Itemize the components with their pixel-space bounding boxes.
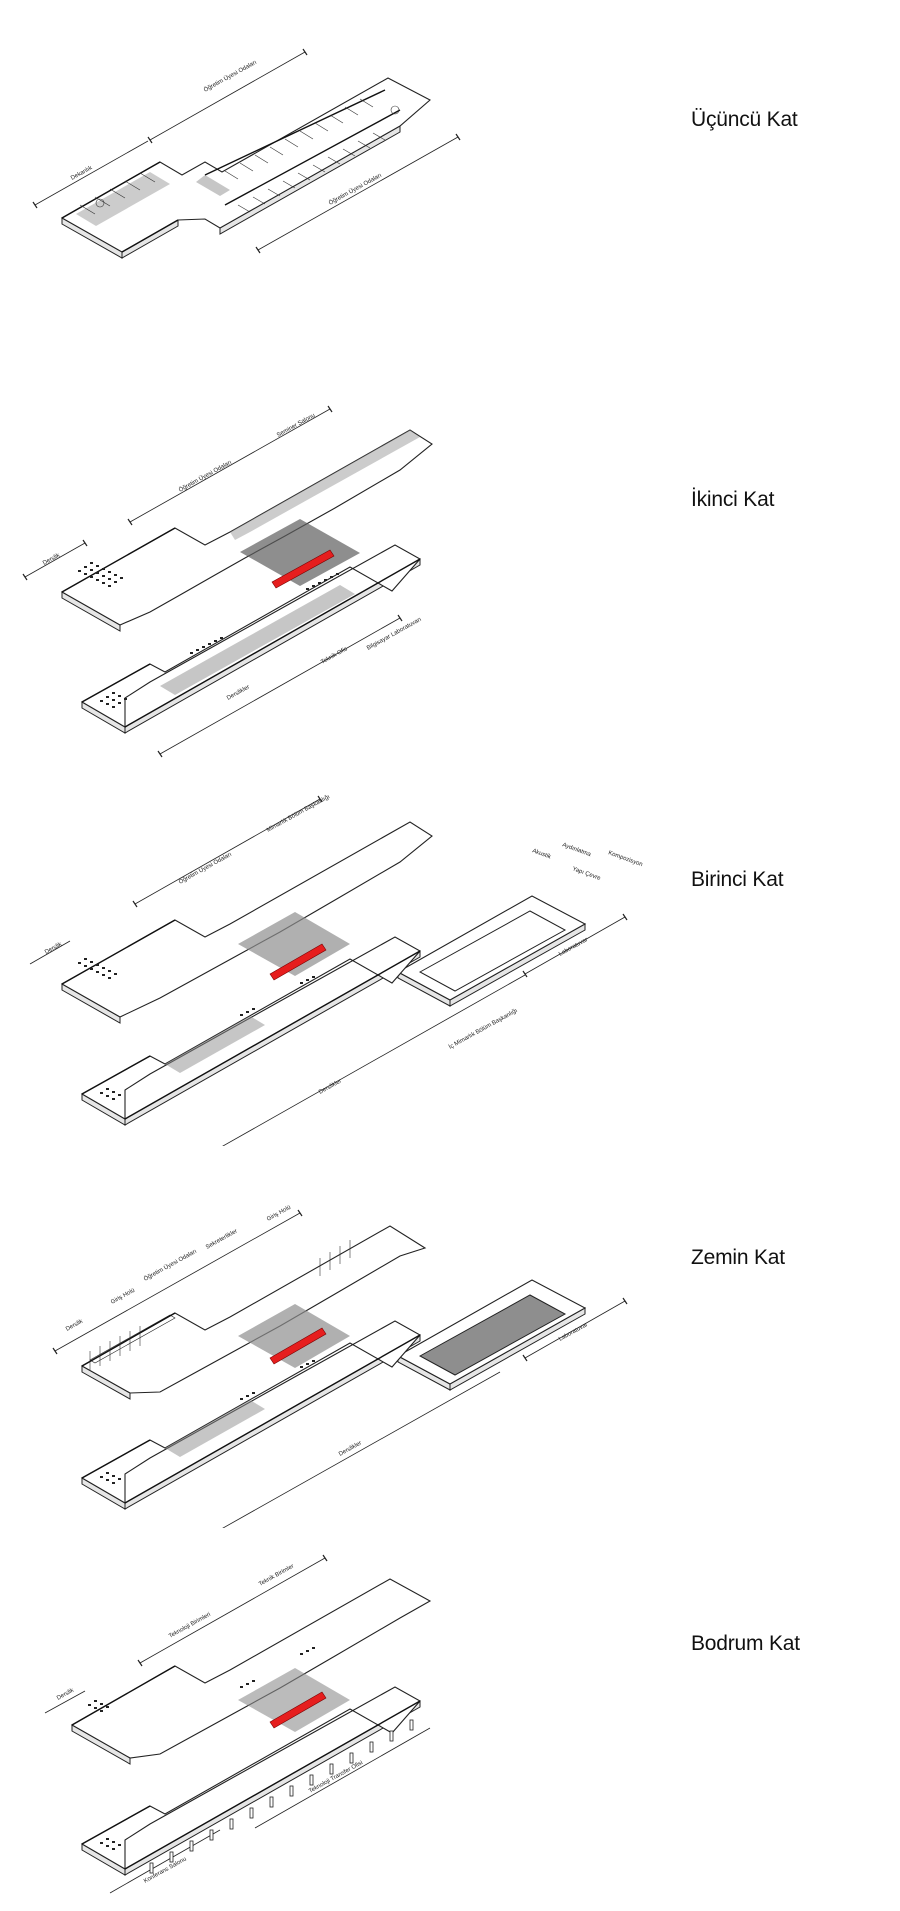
room-label: Kompozisyon: [607, 850, 643, 868]
dimension-line: [524, 916, 626, 975]
dimension-line: [54, 1212, 301, 1352]
column-row: [149, 1719, 414, 1874]
room-label: Derslik: [44, 941, 64, 956]
dimension-line: [129, 408, 331, 523]
floor-title: İkinci Kat: [691, 488, 775, 511]
room-label: Sekreterlikler: [205, 1229, 239, 1251]
room-label: Akustik: [531, 848, 552, 861]
floor-title: Birinci Kat: [691, 868, 784, 891]
dimension-line: [44, 1690, 86, 1714]
room-label: Derslikler: [318, 1078, 343, 1095]
building-slab: [70, 1578, 432, 1876]
room-label: Derslik: [65, 1318, 85, 1333]
room-label: Öğretim Üyesi Odaları: [203, 59, 259, 94]
room-label: Derslikler: [226, 684, 251, 701]
seating-grid: [78, 958, 315, 1100]
seating-grid: [100, 1360, 315, 1484]
room-label: Teknik Birimler: [258, 1564, 295, 1588]
room-label: Öğretim Üyesi Odaları: [178, 851, 234, 886]
floor-first: Mimarlık Bölüm Başkanlığı Öğretim Üyesi …: [0, 764, 900, 1146]
room-label: Mimarlık Bölüm Başkanlığı: [266, 794, 331, 834]
atrium-highlight: [269, 1327, 327, 1365]
floor-basement: Teknik Birimler Teknoloji Birimleri Ders…: [0, 1528, 900, 1910]
seating-grid: [88, 1647, 315, 1850]
room-label: Teknik Ofis: [320, 646, 349, 665]
dimension-line: [524, 1300, 626, 1359]
room-label: Derslikler: [338, 1440, 363, 1457]
dimension-line: [149, 51, 306, 141]
floor-title: Zemin Kat: [691, 1246, 785, 1269]
seating-grid: [78, 562, 339, 708]
floor-third: Öğretim Üyesi Odaları Dekanlık Öğretim Ü…: [0, 0, 900, 382]
dimension-line: [257, 136, 459, 251]
building-slab: [60, 77, 431, 259]
floor-title: Bodrum Kat: [691, 1632, 800, 1655]
atrium-highlight: [269, 943, 327, 981]
floor-plan-basement: Teknik Birimler Teknoloji Birimleri Ders…: [44, 1554, 432, 1894]
floor-ground: Giriş Holü Sekreterlikler Öğretim Üyesi …: [0, 1146, 900, 1528]
floor-plan-ground: Giriş Holü Sekreterlikler Öğretim Üyesi …: [52, 1205, 628, 1528]
floor-plan-third: Öğretim Üyesi Odaları Dekanlık Öğretim Ü…: [32, 48, 461, 259]
floor-second: Seminer Salonu Öğretim Üyesi Odaları Der…: [0, 382, 900, 764]
room-partitions: [79, 98, 400, 215]
dimension-line: [24, 542, 86, 578]
dimension-line: [139, 1557, 326, 1664]
dimension-line: [254, 1727, 431, 1829]
dimension-line: [134, 798, 321, 905]
room-label: Aydınlatma: [561, 842, 592, 858]
room-label: Öğretim Üyesi Odaları: [178, 459, 234, 494]
room-label: Derslik: [42, 552, 62, 567]
dimension-line: [222, 1371, 501, 1528]
room-label: Öğretim Üyesi Odaları: [143, 1248, 199, 1283]
floor-title: Üçüncü Kat: [691, 108, 798, 131]
dimension-line: [29, 940, 71, 965]
room-label: Seminer Salonu: [276, 413, 316, 439]
dimension-line: [34, 140, 149, 206]
atrium-highlight: [271, 549, 335, 589]
dimension-line: [222, 974, 526, 1146]
room-label: Bilgisayar Laboratuvarı: [366, 617, 423, 652]
building-slab: [80, 1225, 587, 1510]
room-label: Yapı Çevre: [571, 866, 601, 882]
room-label: Öğretim Üyesi Odaları: [328, 172, 384, 207]
building-slab: [60, 821, 587, 1126]
atrium-highlight: [269, 1691, 327, 1729]
floor-plan-second: Seminer Salonu Öğretim Üyesi Odaları Der…: [22, 405, 433, 758]
column-grid: [89, 1240, 351, 1371]
dimension-line: [109, 1829, 221, 1894]
room-label: Derslik: [56, 1687, 76, 1702]
floor-plan-first: Mimarlık Bölüm Başkanlığı Öğretim Üyesi …: [29, 794, 643, 1146]
room-label: İç Mimarlık Bölüm Başkanlığı: [448, 1007, 519, 1051]
building-slab: [60, 429, 433, 734]
room-label: Giriş Holü: [110, 1288, 136, 1306]
dimension-line: [159, 617, 401, 755]
